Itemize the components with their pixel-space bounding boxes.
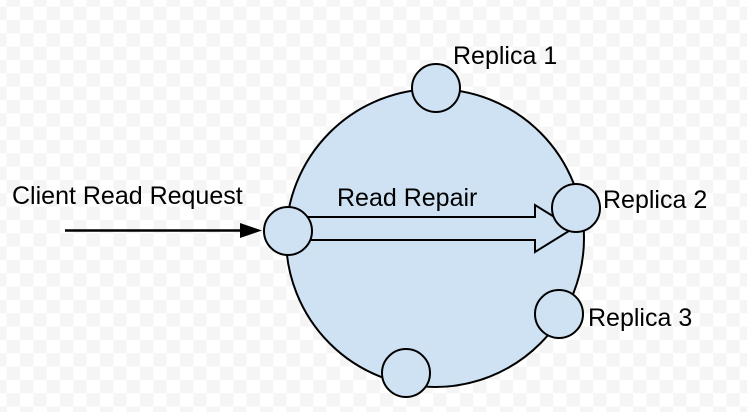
client-request-arrow-head — [240, 223, 262, 238]
label-read-repair: Read Repair — [337, 184, 477, 212]
label-replica-3: Replica 3 — [588, 304, 692, 332]
label-client-read-request: Client Read Request — [12, 182, 243, 210]
node-coordinator — [263, 206, 313, 256]
node-replica-2 — [551, 183, 601, 233]
ring-circle — [285, 88, 585, 388]
node-replica-1 — [411, 63, 461, 113]
label-replica-2: Replica 2 — [603, 186, 707, 214]
node-replica-3 — [534, 289, 584, 339]
label-replica-1: Replica 1 — [453, 42, 557, 70]
node-bottom — [381, 348, 431, 398]
read-repair-arrow — [300, 203, 575, 254]
